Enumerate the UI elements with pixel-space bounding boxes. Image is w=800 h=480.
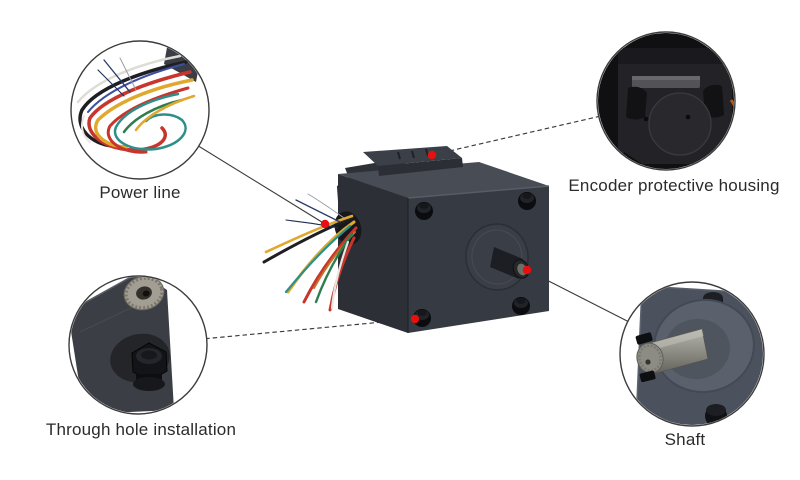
callout-ring-shaft — [619, 281, 765, 427]
marker-dot-shaft — [522, 265, 532, 275]
marker-dot-through-hole-installation — [410, 314, 420, 324]
wire-bundle — [262, 193, 358, 312]
marker-dot-power-line — [320, 219, 330, 229]
mounting-bolt — [518, 192, 536, 210]
motor-left-face — [338, 174, 408, 333]
callout-ring-power-line — [70, 40, 210, 180]
shaft-cylinder — [636, 328, 709, 375]
callout-circle-shaft — [619, 281, 765, 427]
callout-label-shaft: Shaft — [664, 430, 706, 449]
callout-circle-encoder — [596, 31, 736, 171]
hex-nut — [131, 342, 168, 391]
mounting-bolt — [512, 297, 530, 315]
marker-dot-encoder-protective-housing — [427, 150, 437, 160]
callout-ring-encoder — [596, 31, 736, 171]
shaft-detail-photo — [635, 285, 763, 425]
encoder-cap — [363, 146, 463, 176]
mounting-bolts — [413, 192, 536, 327]
callout-label-through-hole-installation: Through hole installation — [45, 420, 237, 439]
through-hole-detail-photo — [70, 277, 174, 413]
callout-ring-through-hole — [68, 275, 208, 415]
motor-top-edge-highlight — [407, 185, 550, 199]
set-screw — [639, 370, 656, 383]
through-hole-washer — [123, 277, 165, 311]
callout-circle-through-hole — [68, 275, 208, 415]
callout-circle-power-line — [70, 40, 210, 180]
set-screw — [635, 332, 653, 345]
gear-motor-photo — [262, 146, 550, 333]
mounting-bolt — [415, 202, 433, 220]
marker-dots — [320, 150, 532, 324]
callout-label-power-line: Power line — [99, 183, 181, 202]
callout-label-encoder-protective-housing: Encoder protective housing — [568, 176, 780, 195]
